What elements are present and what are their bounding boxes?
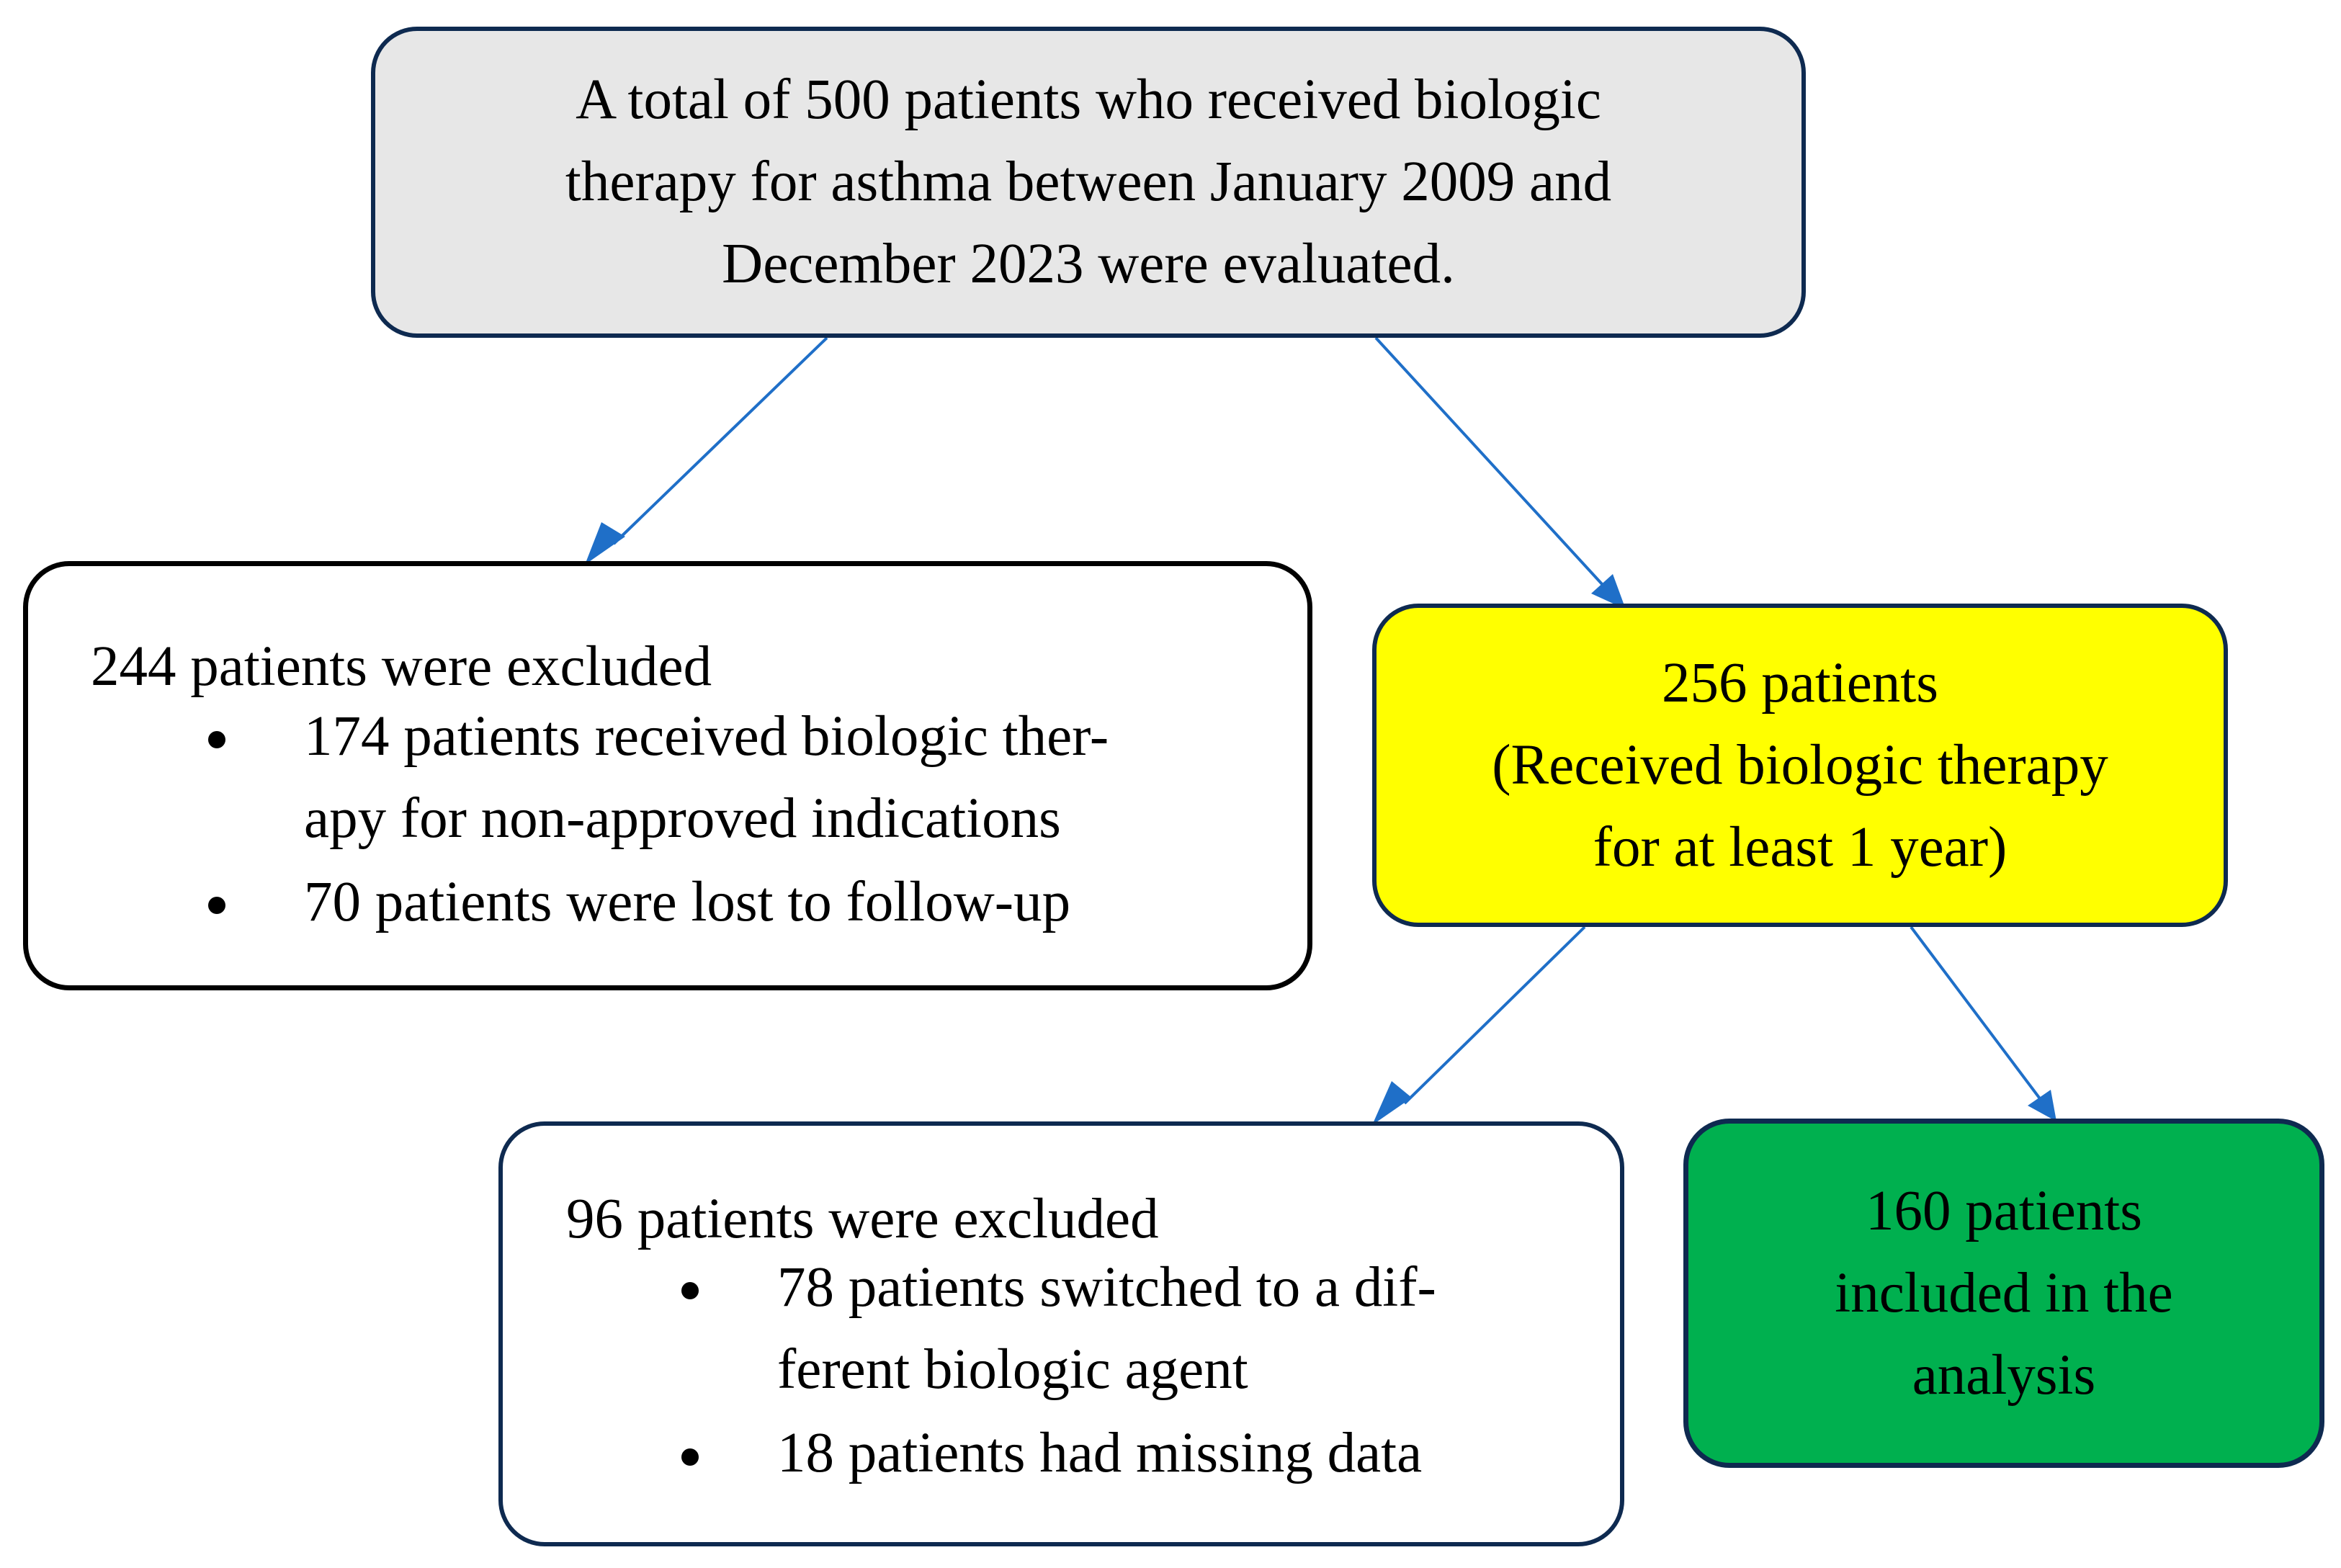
arrow-retained-to-exclusion2 xyxy=(1403,926,1586,1105)
exclusion-1-item-1-line-1: 174 patients received biologic ther- xyxy=(304,705,1109,768)
exclusion-1-item-2: 70 patients were lost to follow-up xyxy=(304,861,1070,944)
start-line-2: therapy for asthma between January 2009 … xyxy=(565,151,1612,213)
retained-line-3: for at least 1 year) xyxy=(1593,815,2007,879)
exclusion-box-1: 244 patients were excluded 174 patients … xyxy=(23,561,1312,990)
arrowhead-retained xyxy=(1591,574,1626,609)
exclusion-box-2: 96 patients were excluded 78 patients sw… xyxy=(498,1121,1624,1546)
exclusion-1-item-1-line-2: apy for non-approved indications xyxy=(304,787,1061,850)
arrow-start-to-exclusion1 xyxy=(612,336,828,545)
exclusion-1-item-1: 174 patients received biologic ther- apy… xyxy=(304,696,1109,860)
exclusion-1-item-2-line-1: 70 patients were lost to follow-up xyxy=(304,871,1071,933)
exclusion-2-item-2-line-1: 18 patients had missing data xyxy=(777,1422,1423,1484)
retained-line-2: (Received biologic therapy xyxy=(1492,733,2108,797)
bullet-icon xyxy=(681,1282,699,1299)
exclusion-2-item-1-line-1: 78 patients switched to a dif- xyxy=(777,1256,1436,1319)
exclusion-2-item-1-line-2: ferent biologic agent xyxy=(777,1338,1248,1401)
final-box: 160 patients included in the analysis xyxy=(1683,1119,2324,1468)
bullet-icon xyxy=(208,897,225,914)
exclusion-2-heading: 96 patients were excluded xyxy=(566,1188,1159,1250)
exclusion-2-item-1: 78 patients switched to a dif- ferent bi… xyxy=(777,1247,1436,1411)
arrow-retained-to-final xyxy=(1910,926,2043,1102)
final-line-2: included in the xyxy=(1835,1261,2173,1325)
arrowhead-exclusion1 xyxy=(585,522,625,565)
bullet-icon xyxy=(208,731,225,748)
arrowhead-exclusion2 xyxy=(1372,1081,1412,1125)
exclusion-2-item-2: 18 patients had missing data xyxy=(777,1412,1422,1495)
exclusion-1-heading: 244 patients were excluded xyxy=(91,635,712,698)
final-line-1: 160 patients xyxy=(1866,1179,2142,1242)
bullet-icon xyxy=(681,1448,699,1466)
retained-line-1: 256 patients xyxy=(1662,651,1938,714)
retained-box: 256 patients (Received biologic therapy … xyxy=(1372,604,2228,927)
start-line-1: A total of 500 patients who received bio… xyxy=(576,68,1601,131)
arrow-start-to-retained xyxy=(1374,336,1604,586)
start-line-3: December 2023 were evaluated. xyxy=(722,233,1455,295)
arrowhead-final xyxy=(2028,1090,2056,1121)
final-line-3: analysis xyxy=(1912,1343,2096,1407)
start-box: A total of 500 patients who received bio… xyxy=(371,27,1806,338)
